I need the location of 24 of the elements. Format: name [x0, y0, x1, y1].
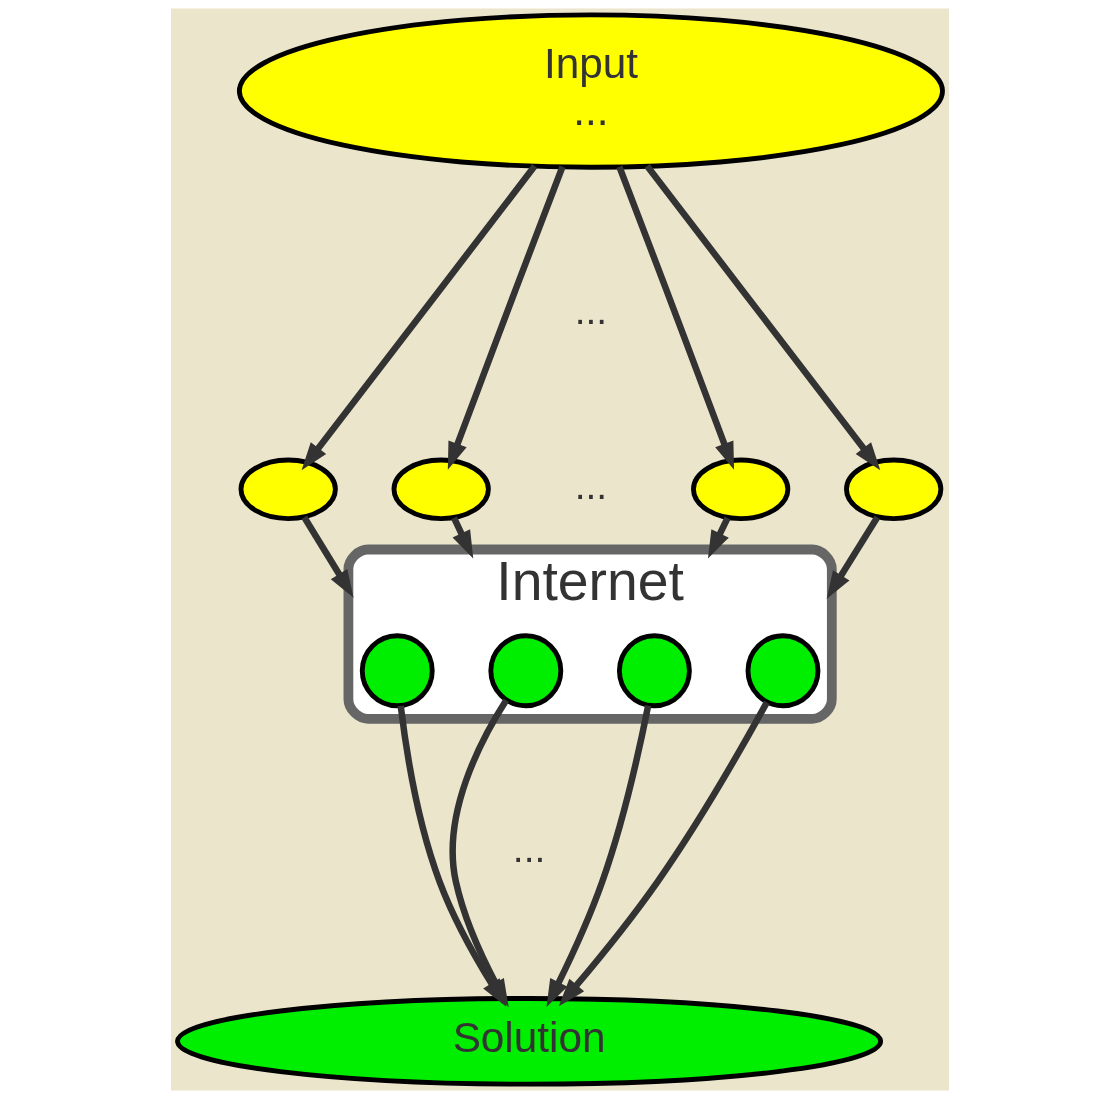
arrow: [301, 515, 354, 598]
node-circle: [488, 633, 564, 709]
node-ellipse: [844, 457, 944, 522]
node-circle: [616, 633, 692, 709]
node-circle: [745, 633, 821, 709]
node-ellipse: [691, 457, 791, 522]
node-ellipse: [391, 457, 491, 522]
arrow: [447, 165, 566, 470]
arrow: [558, 700, 770, 1007]
arrow: [451, 516, 474, 559]
arrow: [301, 164, 538, 471]
arrow: [616, 165, 735, 470]
label: ...: [512, 827, 546, 871]
arrow: [546, 704, 652, 1008]
arrow: [644, 164, 881, 471]
label: ...: [574, 464, 608, 508]
label: ...: [574, 288, 608, 332]
arrow: [826, 515, 881, 599]
node-ellipse: Solution: [175, 996, 884, 1087]
cluster: Internet: [343, 544, 837, 724]
node-circle: [359, 633, 435, 709]
node-ellipse: [238, 457, 338, 522]
arrow: [708, 516, 731, 559]
node-ellipse: Input ...: [236, 12, 945, 170]
